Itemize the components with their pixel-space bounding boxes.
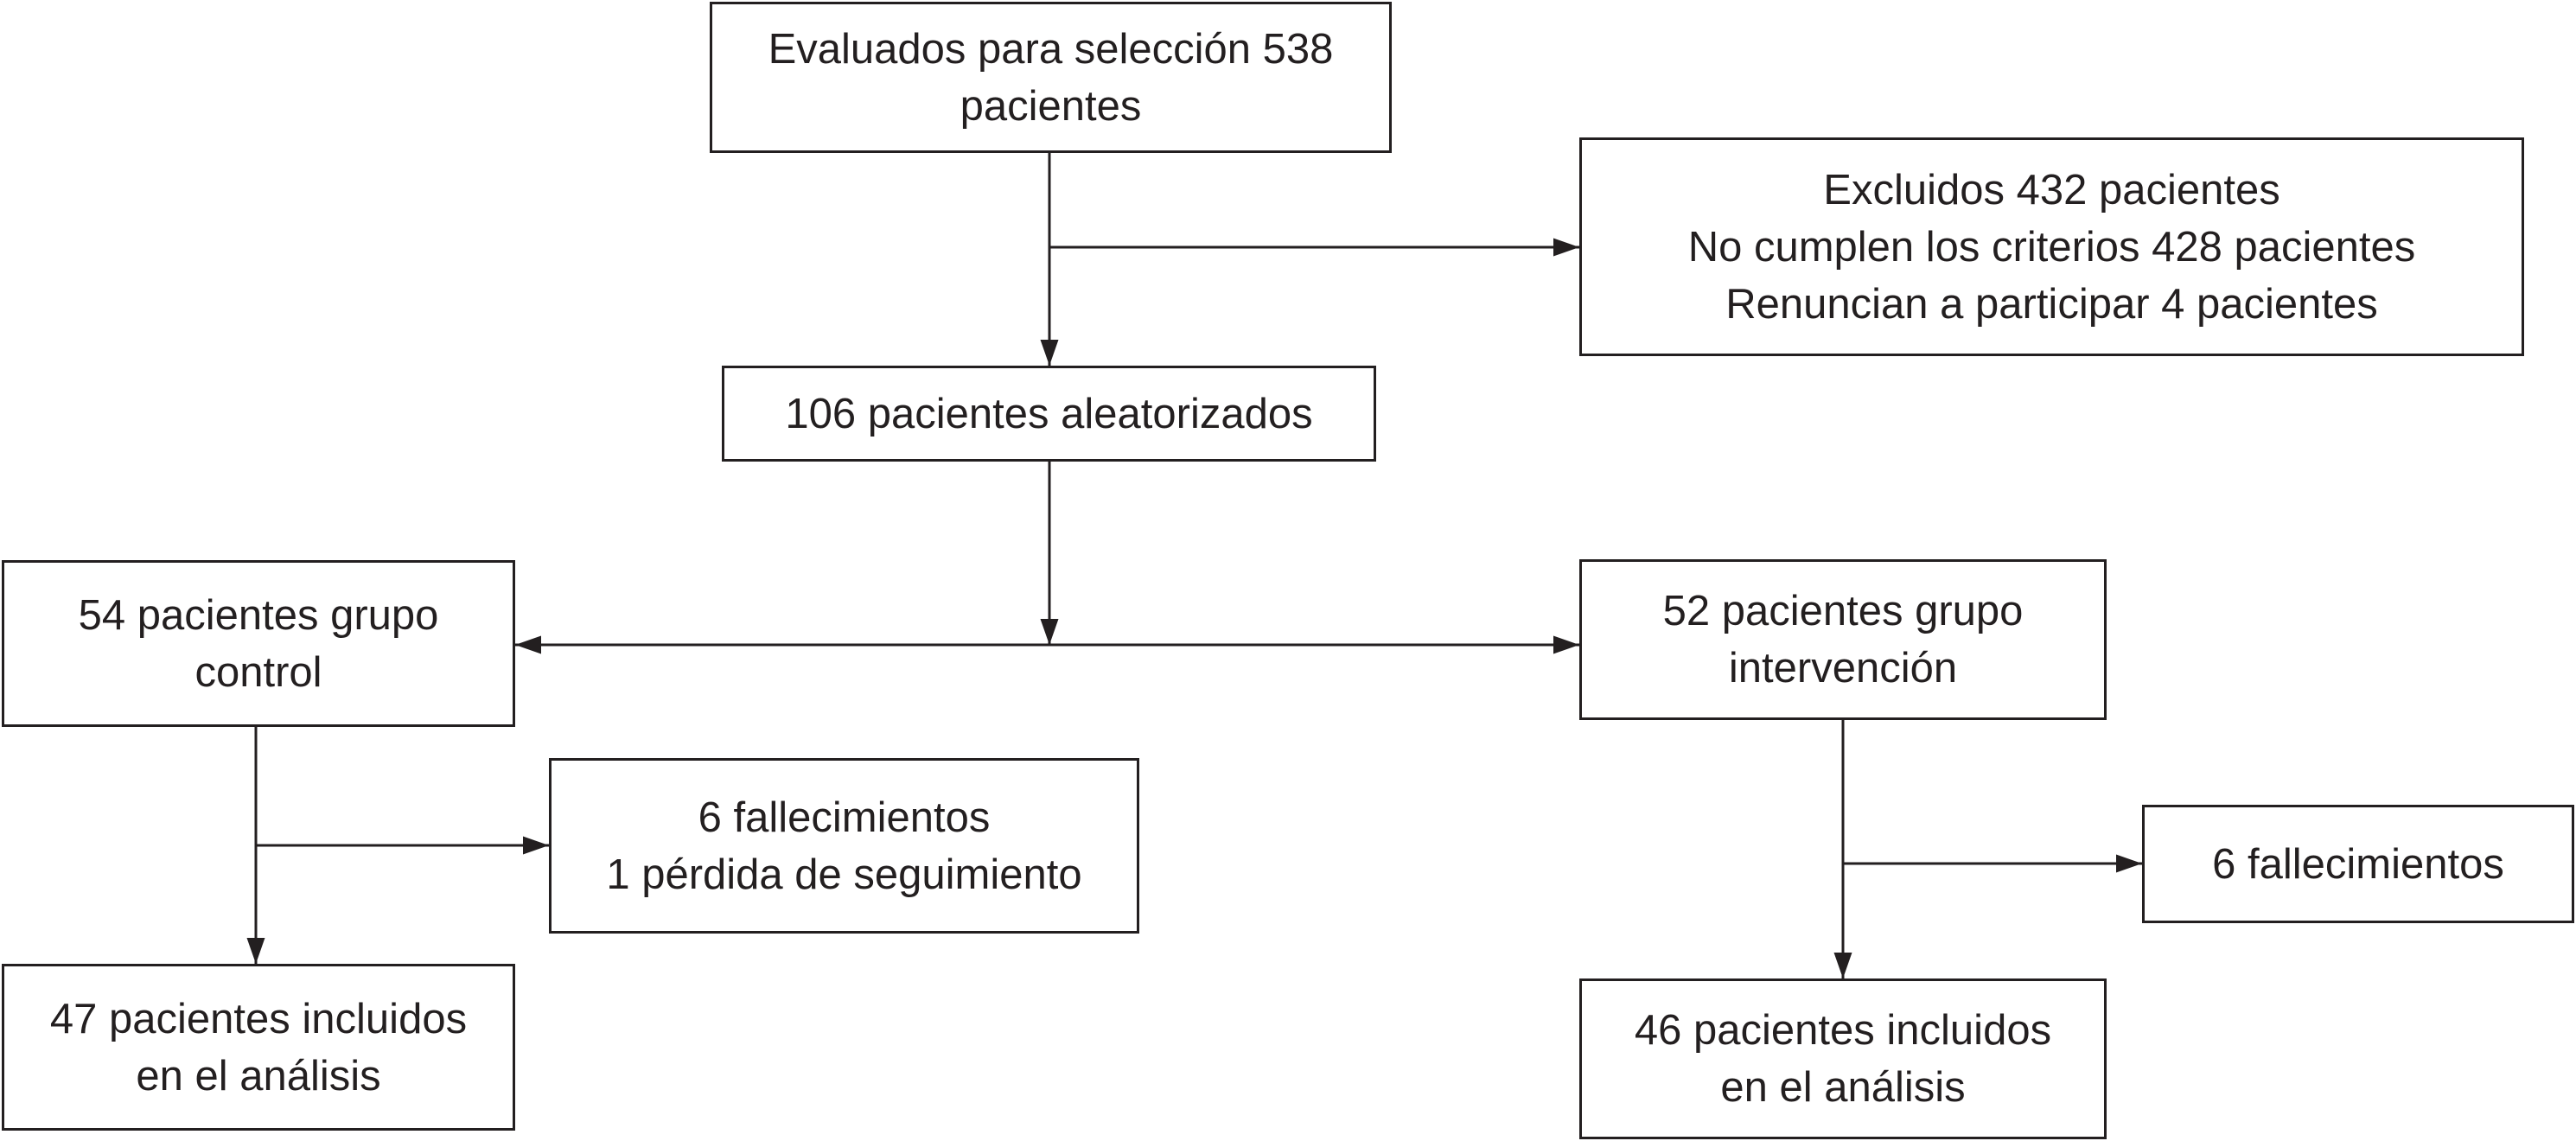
control-group-line-2: control — [194, 648, 322, 696]
control-losses-box: 6 fallecimientos 1 pérdida de seguimient… — [549, 758, 1139, 934]
intervention-losses-box: 6 fallecimientos — [2142, 805, 2574, 923]
excluded-patients-box: Excluidos 432 pacientes No cumplen los c… — [1579, 137, 2524, 356]
intervention-losses-line-1: 6 fallecimientos — [2212, 840, 2504, 888]
intervention-group-line-1: 52 pacientes grupo — [1662, 588, 2024, 634]
excluded-line-2: No cumplen los criterios 428 pacientes — [1687, 223, 2416, 271]
control-analyzed-line-1: 47 pacientes incluidos — [49, 995, 468, 1042]
intervention-group-line-2: intervención — [1728, 645, 1958, 692]
excluded-line-3: Renuncian a participar 4 pacientes — [1725, 280, 2378, 328]
randomized-patients-box: 106 pacientes aleatorizados — [722, 366, 1376, 462]
intervention-analyzed-line-1: 46 pacientes incluidos — [1634, 1007, 2052, 1054]
excluded-line-1: Excluidos 432 pacientes — [1823, 166, 2280, 214]
screened-line-2: pacientes — [960, 82, 1142, 130]
intervention-analyzed-line-2: en el análisis — [1720, 1064, 1966, 1111]
control-group-box: 54 pacientes grupo control — [2, 560, 515, 727]
intervention-analyzed-box: 46 pacientes incluidos en el análisis — [1579, 978, 2107, 1139]
control-group-line-1: 54 pacientes grupo — [78, 591, 439, 639]
control-analyzed-box: 47 pacientes incluidos en el análisis — [2, 964, 515, 1131]
control-losses-line-1: 6 fallecimientos — [698, 794, 991, 841]
intervention-group-box: 52 pacientes grupo intervención — [1579, 559, 2107, 720]
control-losses-line-2: 1 pérdida de seguimiento — [606, 851, 1082, 898]
screened-line-1: Evaluados para selección 538 — [768, 25, 1334, 73]
screened-patients-box: Evaluados para selección 538 pacientes — [710, 2, 1392, 153]
control-analyzed-line-2: en el análisis — [136, 1052, 381, 1100]
randomized-line-1: 106 pacientes aleatorizados — [785, 390, 1313, 437]
